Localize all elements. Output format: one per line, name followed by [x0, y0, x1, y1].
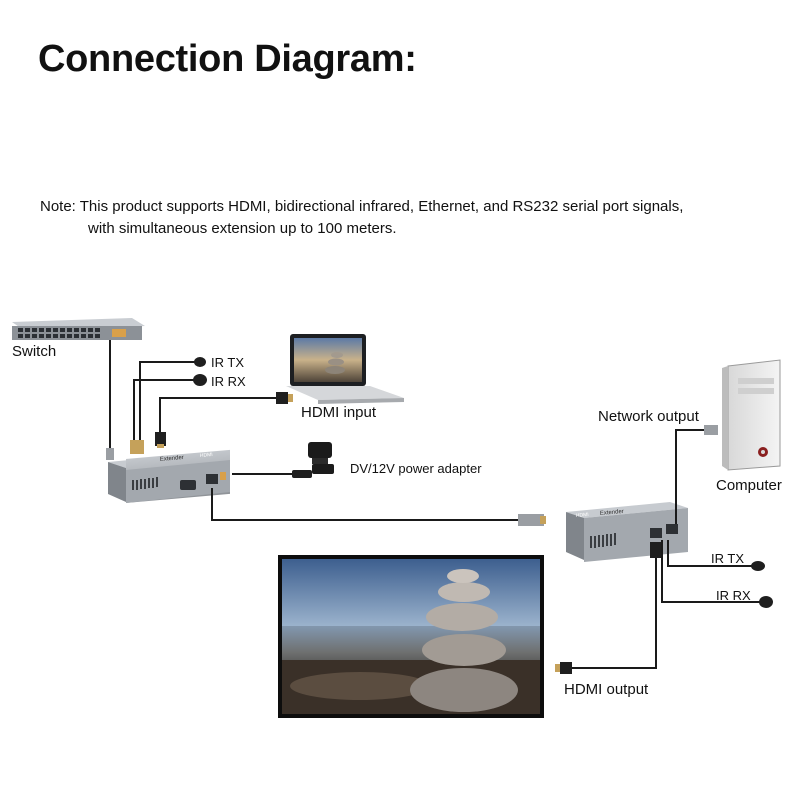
label-ir-rx-left: IR RX	[211, 374, 246, 389]
label-network-output: Network output	[598, 408, 699, 425]
label-ir-tx-right: IR TX	[711, 551, 744, 566]
receiver-hdmi-text: HDMI	[576, 512, 589, 519]
label-computer: Computer	[716, 477, 782, 494]
note-line-1: Note: This product supports HDMI, bidire…	[40, 198, 684, 215]
label-ir-rx-right: IR RX	[716, 588, 751, 603]
extender-link-cable	[211, 488, 522, 521]
page-title: Connection Diagram:	[38, 38, 417, 80]
network-switch	[12, 318, 145, 340]
hdmi-output-cable	[568, 548, 657, 669]
receiver-extender: Extender HDMI	[566, 502, 688, 562]
tv-display	[278, 555, 544, 718]
label-switch: Switch	[12, 343, 57, 360]
cables	[109, 340, 760, 669]
label-power-adapter: DV/12V power adapter	[350, 461, 482, 476]
transmitter-extender: Extender HDMI	[108, 449, 230, 503]
ir-tx-right-cable	[667, 540, 752, 567]
transmitter-brand-text: Extender	[160, 455, 184, 463]
hdmi-input-cable	[159, 397, 283, 440]
ir-rx-left-cable	[133, 379, 196, 452]
label-ir-tx-left: IR TX	[211, 355, 244, 370]
computer-tower	[722, 359, 781, 471]
laptop	[286, 334, 404, 404]
power-adapter	[308, 442, 334, 474]
label-hdmi-output: HDMI output	[564, 681, 649, 698]
connectors	[106, 357, 773, 674]
ir-tx-left-cable	[139, 361, 196, 452]
network-output-cable	[675, 429, 712, 524]
receiver-brand-text: Extender	[600, 509, 624, 517]
ir-rx-right-cable	[661, 540, 760, 603]
transmitter-hdmi-text: HDMI	[200, 452, 213, 459]
note-line-2: with simultaneous extension up to 100 me…	[88, 220, 397, 237]
label-hdmi-input: HDMI input	[301, 404, 377, 421]
note-text: Note: This product supports HDMI, bidire…	[40, 196, 683, 240]
